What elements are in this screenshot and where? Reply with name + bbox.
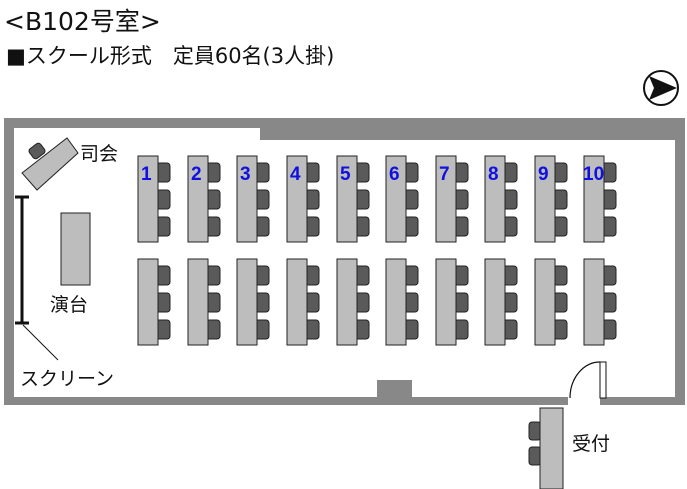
desk-group: 10 xyxy=(583,155,617,243)
desk-group xyxy=(137,258,171,346)
desk xyxy=(435,155,457,243)
desk xyxy=(336,258,358,346)
table-number: 8 xyxy=(488,164,499,185)
table-number: 5 xyxy=(340,164,351,185)
table-number: 4 xyxy=(290,164,301,185)
desk xyxy=(236,258,258,346)
desk-group: 2 xyxy=(187,155,221,243)
table-number: 9 xyxy=(538,164,549,185)
desk xyxy=(534,155,556,243)
mc-table xyxy=(21,137,79,191)
table-number: 2 xyxy=(191,164,202,185)
desk-group xyxy=(236,258,270,346)
desk xyxy=(385,258,407,346)
north-arrow-icon xyxy=(643,70,679,106)
reception-desk xyxy=(528,407,564,489)
desk-group xyxy=(187,258,221,346)
room-walls xyxy=(4,118,685,405)
desk xyxy=(534,258,556,346)
desk xyxy=(236,155,258,243)
podium xyxy=(60,212,91,286)
table-number: 6 xyxy=(389,164,400,185)
desk xyxy=(583,155,605,243)
desk xyxy=(385,155,407,243)
screen-label: スクリーン xyxy=(20,368,114,390)
desk xyxy=(137,155,159,243)
podium-label: 演台 xyxy=(50,294,88,316)
desk xyxy=(137,258,159,346)
desk xyxy=(187,155,209,243)
desk-group: 9 xyxy=(534,155,568,243)
mc-label: 司会 xyxy=(80,143,118,165)
desk xyxy=(484,155,506,243)
desk-group: 3 xyxy=(236,155,270,243)
desk-group: 8 xyxy=(484,155,518,243)
desk xyxy=(187,258,209,346)
desk xyxy=(435,258,457,346)
desk xyxy=(286,258,308,346)
desk-group: 4 xyxy=(286,155,320,243)
desk-group xyxy=(534,258,568,346)
desk-group: 6 xyxy=(385,155,419,243)
desk xyxy=(336,155,358,243)
desk-group: 5 xyxy=(336,155,370,243)
desk xyxy=(583,258,605,346)
desk xyxy=(484,258,506,346)
room-title: <B102号室> xyxy=(4,7,161,36)
desk-group xyxy=(435,258,469,346)
table-number: 3 xyxy=(240,164,251,185)
desk-group xyxy=(385,258,419,346)
entrance-door xyxy=(569,361,607,399)
reception-label: 受付 xyxy=(572,433,610,455)
table-number: 7 xyxy=(439,164,450,185)
desk-group xyxy=(583,258,617,346)
screen xyxy=(15,195,59,361)
desk-group: 7 xyxy=(435,155,469,243)
desk-group: 1 xyxy=(137,155,171,243)
layout-subtitle: ■スクール形式 定員60名(3人掛) xyxy=(6,44,335,68)
table-number: 10 xyxy=(583,164,604,185)
desk-group xyxy=(286,258,320,346)
desk-group xyxy=(336,258,370,346)
table-number: 1 xyxy=(141,164,152,185)
desk-group xyxy=(484,258,518,346)
desk xyxy=(286,155,308,243)
